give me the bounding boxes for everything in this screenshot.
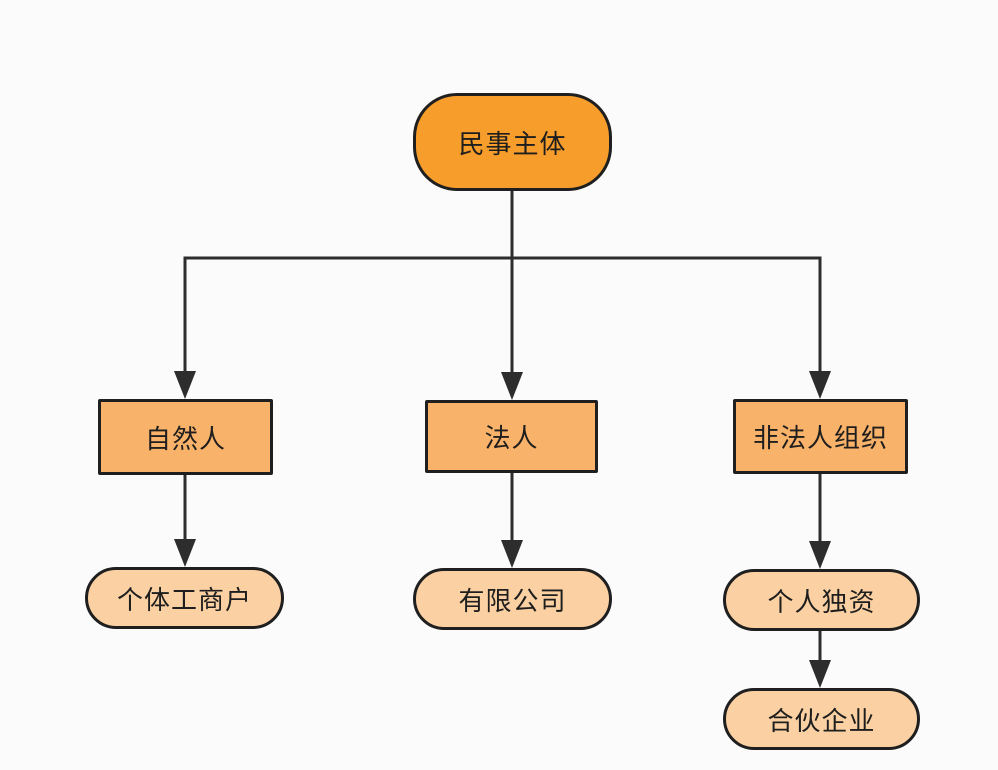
edge-sole-proprietor-to-partnership-arrowhead xyxy=(809,660,831,688)
edge-legal-person-to-limited-company-arrowhead xyxy=(501,540,523,568)
node-sole-proprietorship: 个人独资 xyxy=(723,569,920,631)
edge-root-to-unincorporated-arrowhead xyxy=(809,371,831,399)
edge-root-to-natural-person-arrowhead xyxy=(174,371,196,399)
edge-root-to-legal-person-arrowhead xyxy=(501,372,523,400)
edge-natural-person-to-individual-biz-arrowhead xyxy=(174,539,196,567)
node-civil-subject: 民事主体 xyxy=(413,93,612,191)
node-legal-person: 法人 xyxy=(425,400,598,473)
node-partnership-enterprise: 合伙企业 xyxy=(723,688,920,750)
edge-unincorporated-to-sole-proprietor-arrowhead xyxy=(809,541,831,569)
node-unincorporated-organization: 非法人组织 xyxy=(733,399,908,474)
node-individual-business: 个体工商户 xyxy=(85,567,284,629)
node-limited-company: 有限公司 xyxy=(413,568,612,630)
node-natural-person: 自然人 xyxy=(98,399,273,475)
